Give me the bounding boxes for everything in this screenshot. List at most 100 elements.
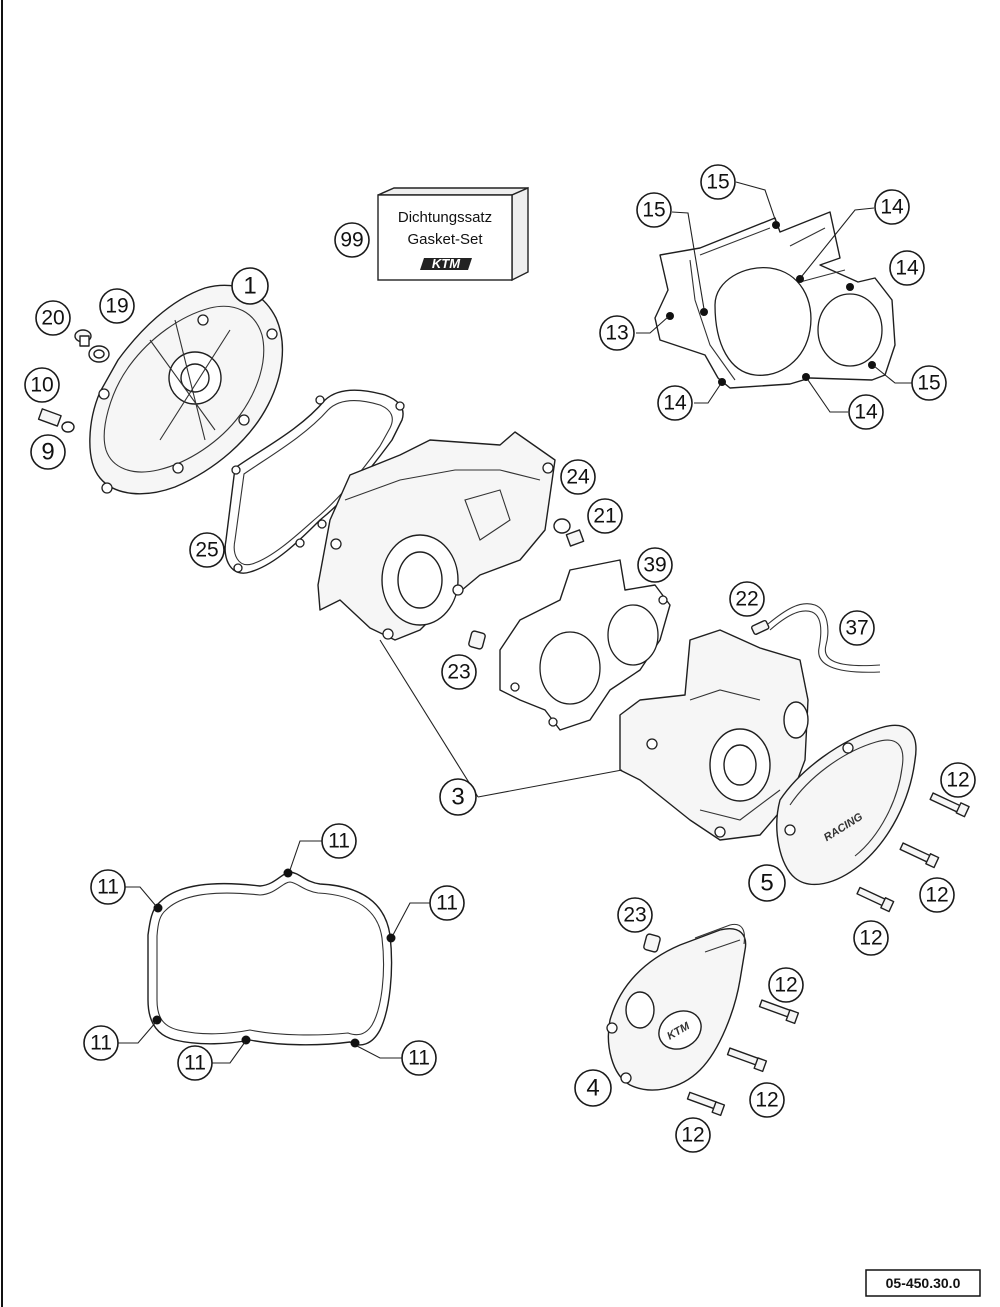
callout-1: 1 [231, 267, 269, 305]
callout-23-lower: 23 [617, 897, 653, 933]
callout-15-right-label: 15 [917, 372, 940, 395]
callout-4-label: 4 [586, 1075, 599, 1102]
ktm-logo-text: KTM [432, 256, 461, 271]
callout-14-top: 14 [874, 189, 910, 225]
callout-12-b-label: 12 [925, 884, 948, 907]
callout-14-bottom-right-label: 14 [854, 401, 878, 424]
base-gasket-39 [499, 559, 671, 731]
callout-22-label: 22 [735, 588, 758, 611]
plug-screw-20 [74, 329, 92, 347]
callout-39-label: 39 [643, 554, 666, 577]
callout-19: 19 [99, 288, 135, 324]
washer-24 [553, 518, 571, 534]
callout-99-label: 99 [340, 229, 363, 252]
callout-12-f: 12 [675, 1117, 711, 1153]
callout-14-right-label: 14 [895, 257, 919, 280]
washer-9 [61, 421, 75, 433]
crankcase-left-half [317, 431, 556, 641]
ktm-logo-badge [420, 258, 472, 270]
callout-15-top-label: 15 [706, 171, 729, 194]
left-engine-cover [89, 284, 284, 495]
callout-14-top-label: 14 [880, 196, 904, 219]
breather-hose-37 [767, 603, 881, 673]
callout-11-bottom-label: 11 [184, 1052, 206, 1075]
bolt-12-d [758, 999, 800, 1025]
callout-11-upper-left-label: 11 [97, 876, 119, 899]
callout-99: 99 [334, 222, 370, 258]
gasket-set-label-de: Dichtungssatz [398, 209, 492, 226]
clutch-cover-5: RACING [776, 724, 917, 886]
callout-13: 13 [599, 315, 635, 351]
leader-lines [118, 181, 914, 1064]
callout-10: 10 [24, 367, 60, 403]
ignition-cover-4: KTM [606, 923, 747, 1091]
bolt-12-e [726, 1047, 768, 1073]
dowel-sleeve-23-lower [643, 933, 661, 953]
callout-11-upper-right-label: 11 [436, 892, 458, 915]
callout-37: 37 [839, 610, 875, 646]
callout-25: 25 [189, 532, 225, 568]
callout-11-lower-right-label: 11 [408, 1047, 430, 1070]
callout-14-bottom-left: 14 [657, 385, 693, 421]
dowel-sleeve-23-upper [468, 630, 486, 650]
callout-15-left-label: 15 [642, 199, 665, 222]
callout-15-right: 15 [911, 365, 947, 401]
callout-5: 5 [748, 864, 786, 902]
callout-19-label: 19 [105, 295, 128, 318]
callout-12-c: 12 [853, 920, 889, 956]
callout-13-label: 13 [605, 322, 628, 345]
clutch-cover-gasket-13 [654, 211, 896, 389]
reference-code: 05-450.30.0 [886, 1275, 961, 1291]
callout-24-label: 24 [566, 466, 590, 489]
callout-12-e-label: 12 [755, 1089, 778, 1112]
callout-23-upper-label: 23 [447, 661, 470, 684]
callout-11-lower-left: 11 [83, 1025, 119, 1061]
gasket-set-box: Dichtungssatz Gasket-Set KTM [377, 186, 529, 282]
callout-23-upper: 23 [441, 654, 477, 690]
callout-21-label: 21 [593, 505, 616, 528]
callout-14-bottom-right: 14 [848, 394, 884, 430]
callout-5-label: 5 [760, 870, 773, 897]
plug-screw-21 [565, 529, 585, 547]
callout-25-label: 25 [195, 539, 218, 562]
callout-11-lower-left-label: 11 [90, 1032, 112, 1055]
ignition-cover-gasket-11 [147, 868, 396, 1048]
screw-10 [37, 408, 62, 427]
callout-9-label: 9 [41, 439, 54, 466]
callout-12-d: 12 [768, 967, 804, 1003]
callout-3-label: 3 [451, 784, 464, 811]
callout-12-a: 12 [940, 762, 976, 798]
callout-12-b: 12 [919, 877, 955, 913]
callout-22: 22 [729, 581, 765, 617]
cover-gasket-25 [224, 389, 405, 574]
hose-nipple-22 [751, 619, 770, 635]
bolt-12-b [899, 842, 940, 869]
callout-9: 9 [30, 434, 66, 470]
callout-24: 24 [560, 459, 596, 495]
callout-11-lower-right: 11 [401, 1040, 437, 1076]
bolt-12-f [686, 1091, 726, 1117]
callout-15-left: 15 [636, 192, 672, 228]
callout-11-bottom: 11 [177, 1045, 213, 1081]
callout-21: 21 [587, 498, 623, 534]
gasket-set-label-en: Gasket-Set [407, 231, 483, 248]
callout-20: 20 [35, 300, 71, 336]
callout-37-label: 37 [845, 617, 868, 640]
seal-ring-19 [88, 345, 110, 363]
callout-4: 4 [574, 1069, 612, 1107]
callout-15-top: 15 [700, 164, 736, 200]
callout-3: 3 [439, 778, 477, 816]
callout-11-upper-right: 11 [429, 885, 465, 921]
reference-code-box: 05-450.30.0 [865, 1269, 981, 1297]
bolt-12-a [929, 792, 970, 818]
callout-11-upper-left: 11 [90, 869, 126, 905]
bolt-12-c [856, 886, 895, 913]
callout-39: 39 [637, 547, 673, 583]
callout-12-c-label: 12 [859, 927, 882, 950]
crankcase-right-half [619, 629, 809, 841]
callout-12-e: 12 [749, 1082, 785, 1118]
callout-11-top-label: 11 [328, 830, 350, 853]
callout-12-d-label: 12 [774, 974, 797, 997]
callout-12-f-label: 12 [681, 1124, 704, 1147]
